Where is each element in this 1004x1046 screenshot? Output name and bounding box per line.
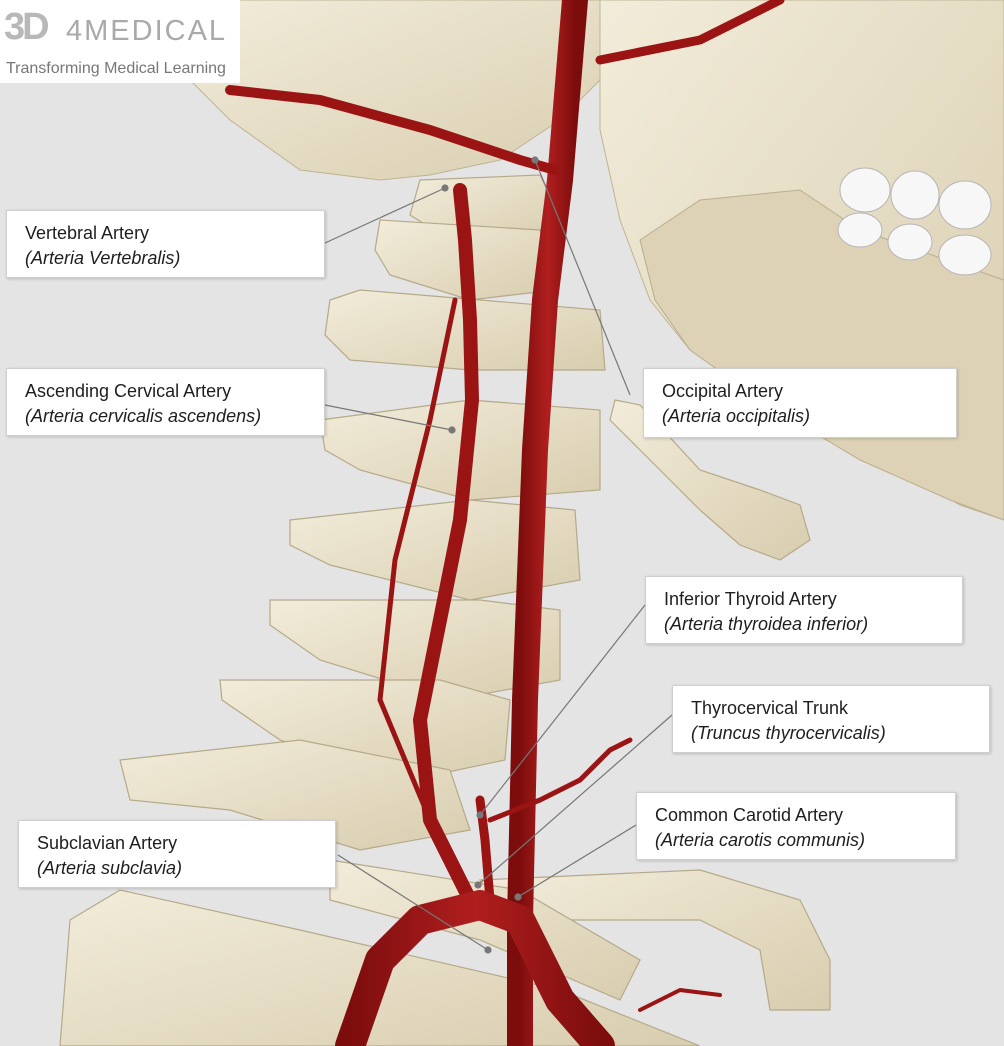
label-vertebral-artery: Vertebral Artery (Arteria Vertebralis) (6, 210, 325, 278)
label-latin-name: (Arteria cervicalis ascendens) (25, 406, 262, 426)
label-common-name: Inferior Thyroid Artery (664, 589, 837, 609)
leader-lines (324, 156, 673, 954)
logo-mark: 3D (4, 6, 50, 48)
logo-brand: 4MEDICAL (66, 15, 228, 47)
label-latin-name: (Arteria occipitalis) (662, 406, 811, 426)
teeth (837, 167, 992, 276)
label-common-name: Vertebral Artery (25, 223, 150, 243)
label-occipital-artery: Occipital Artery (Arteria occipitalis) (643, 368, 957, 438)
label-latin-name: (Arteria Vertebralis) (25, 248, 181, 268)
logo-tagline: Transforming Medical Learning (6, 60, 226, 77)
hyoid-bone (609, 399, 811, 561)
arteries (225, 0, 785, 1046)
label-common-name: Thyrocervical Trunk (691, 698, 849, 718)
logo: 3D 4MEDICAL Transforming Medical Learnin… (0, 0, 240, 83)
label-latin-name: (Arteria thyroidea inferior) (664, 614, 869, 634)
label-common-name: Common Carotid Artery (655, 805, 844, 825)
label-latin-name: (Arteria subclavia) (37, 858, 183, 878)
label-ascending-cervical-artery: Ascending Cervical Artery (Arteria cervi… (6, 368, 325, 436)
label-inferior-thyroid-artery: Inferior Thyroid Artery (Arteria thyroid… (645, 576, 963, 644)
label-common-name: Subclavian Artery (37, 833, 178, 853)
label-subclavian-artery: Subclavian Artery (Arteria subclavia) (18, 820, 336, 888)
label-latin-name: (Arteria carotis communis) (655, 830, 866, 850)
label-latin-name: (Truncus thyrocervicalis) (691, 723, 886, 743)
label-common-name: Ascending Cervical Artery (25, 381, 232, 401)
label-thyrocervical-trunk: Thyrocervical Trunk (Truncus thyrocervic… (672, 685, 990, 753)
label-common-name: Occipital Artery (662, 381, 784, 401)
label-common-carotid-artery: Common Carotid Artery (Arteria carotis c… (636, 792, 956, 860)
